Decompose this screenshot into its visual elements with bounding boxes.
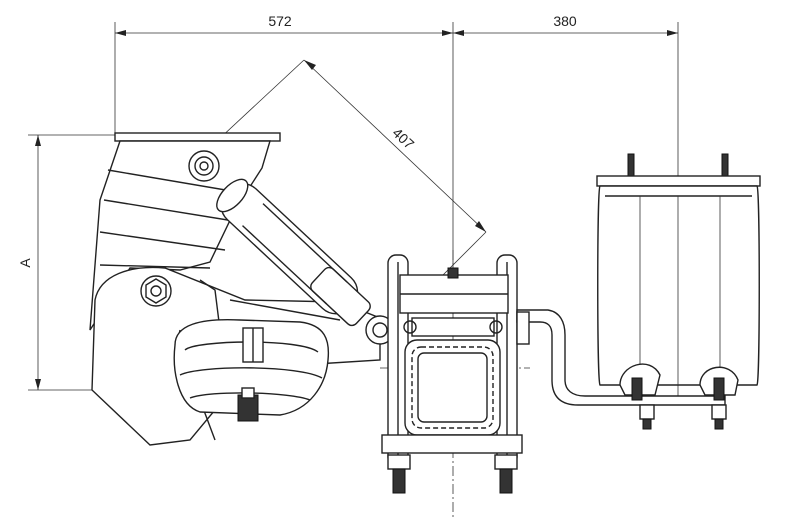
shock-absorber: [216, 178, 371, 327]
dimension-a: A: [17, 258, 33, 268]
dimension-407: 407: [389, 125, 417, 153]
air-spring: [596, 153, 761, 401]
rubber-bushing: [173, 318, 330, 422]
dimension-572: 572: [268, 13, 292, 29]
support-arm: [516, 309, 727, 430]
axle-seat: [381, 254, 523, 494]
dimension-380: 380: [553, 13, 577, 29]
